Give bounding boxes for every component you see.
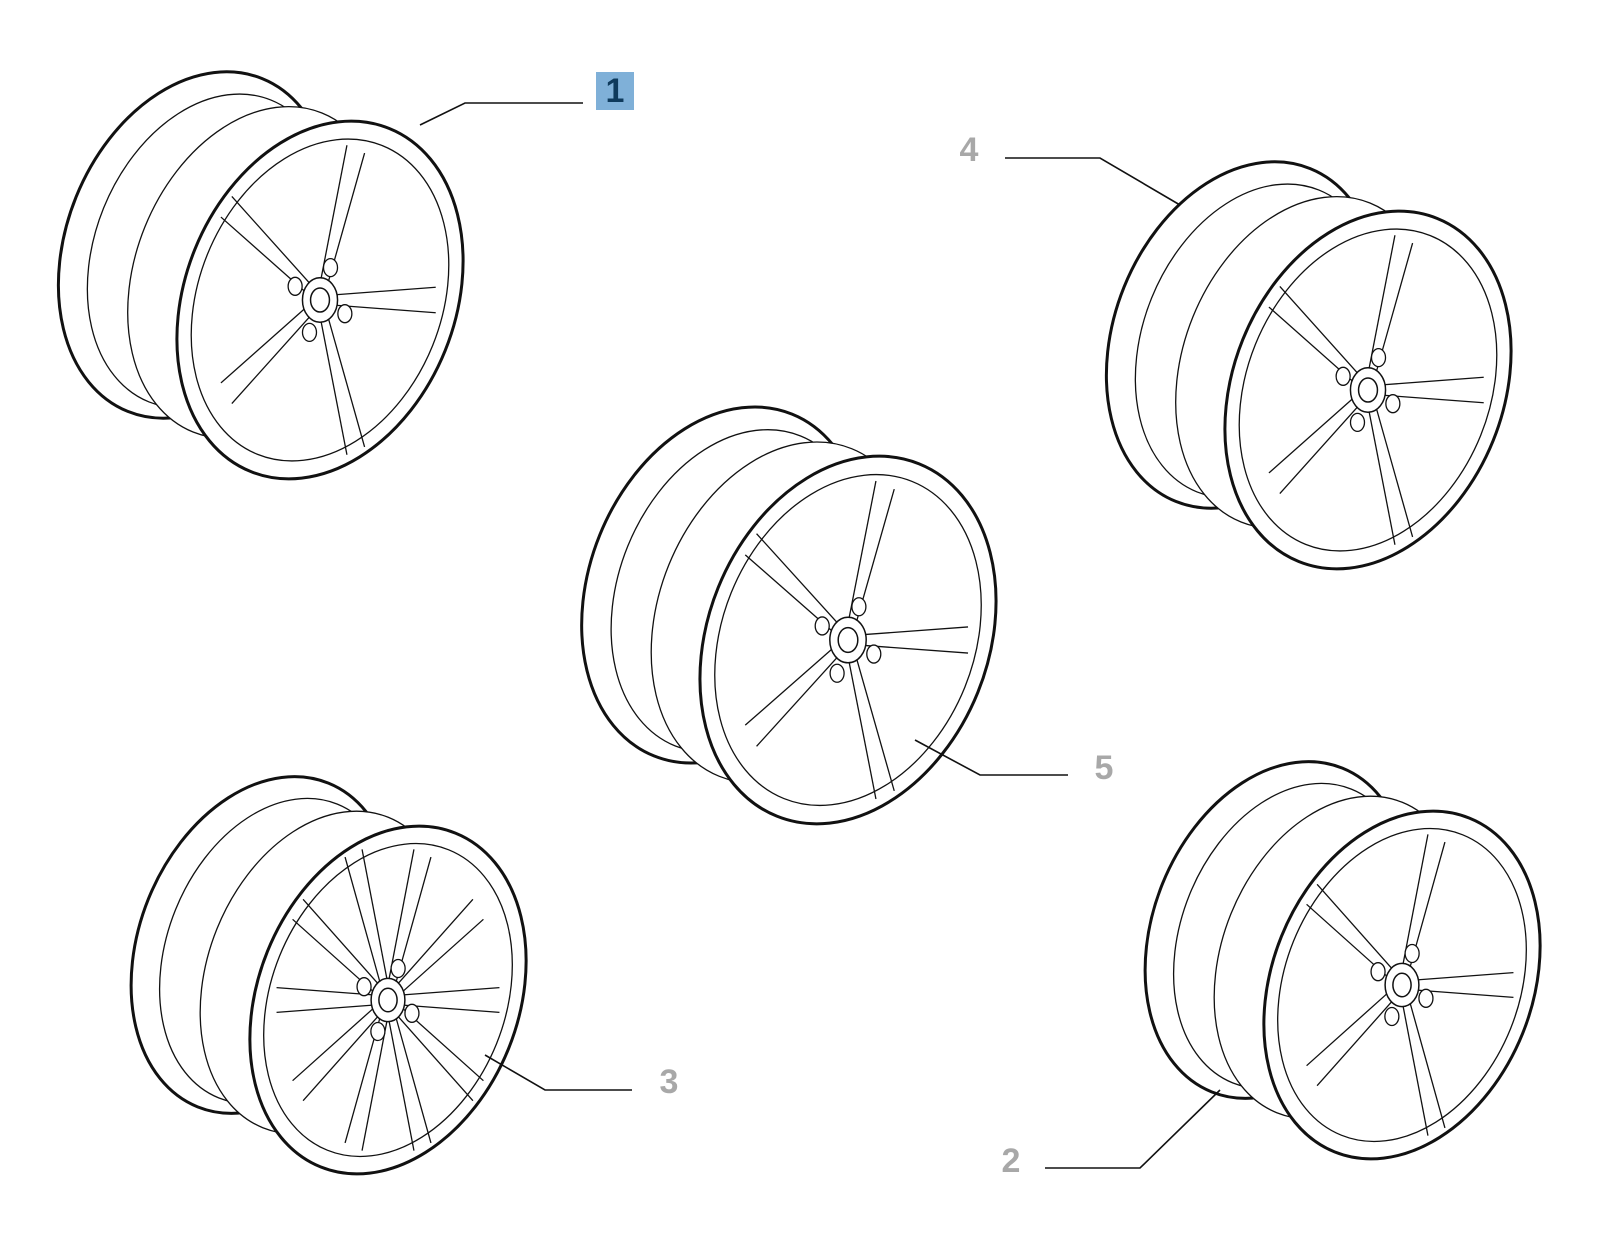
spoke-edge [1279,286,1359,374]
bolt-hole [390,958,406,979]
spoke-edge [1409,1003,1446,1129]
spoke-edge [276,1004,373,1014]
wheel-4 [1104,160,1513,571]
spoke-edge [1402,834,1429,964]
wheel-2 [1143,760,1542,1161]
center-bore [1392,972,1412,998]
bolt-hole [301,322,318,343]
leader-line-1 [419,102,583,126]
spoke-edge [848,662,877,800]
wheel-3 [129,775,528,1176]
bolt-hole [1335,366,1351,386]
spoke-edge [864,626,969,636]
spoke-edge [1306,992,1388,1067]
callout-1[interactable]: 1 [596,72,634,110]
bolt-hole [1349,412,1366,433]
bolt-hole [866,644,882,664]
bolt-hole [356,977,372,997]
leader-line-4 [1005,157,1181,206]
center-bore [1357,377,1379,403]
bolt-hole [1385,394,1401,414]
leader-line-2 [1045,1089,1221,1169]
spoke-edge [1316,883,1393,969]
wheel-1 [56,70,465,481]
spoke-edge [1383,376,1484,386]
spoke-edge [1402,1006,1429,1136]
spoke-edge [361,849,388,979]
spoke-edge [327,318,366,448]
spoke-edge [1375,408,1414,538]
spoke-edge [231,316,311,404]
bolt-hole [1370,347,1387,368]
center-bore [378,987,398,1013]
spoke-edge [361,1021,388,1151]
leader-line-5 [914,739,1068,776]
spoke-edge [395,1018,432,1144]
spoke-edge [302,1016,379,1102]
bolt-hole [1404,943,1420,964]
spoke-edge [1417,989,1514,999]
center-bore [837,626,859,654]
spoke-edge [1268,397,1354,474]
spoke-edge [1368,235,1396,368]
spoke-edge [276,986,373,996]
bolt-hole [851,597,867,617]
spoke-edge [756,656,838,747]
spoke-edge [744,648,833,726]
spoke-edge [388,849,415,979]
center-bore [309,287,331,313]
spoke-edge [231,196,311,284]
spoke-edge [335,304,436,314]
spoke-edge [292,1007,374,1082]
spoke-edge [397,1016,474,1102]
spoke-edge [388,1021,415,1151]
callout-3[interactable]: 3 [659,1063,679,1101]
bolt-hole [1384,1006,1400,1027]
bolt-hole [322,257,339,278]
spoke-edge [403,986,500,996]
rim-lip [263,842,513,1158]
spoke-edge [402,918,484,993]
callout-2[interactable]: 2 [1001,1142,1021,1180]
spoke-edge [403,1004,500,1014]
bolt-hole [1418,988,1434,1008]
bolt-hole [814,616,830,636]
spoke-edge [344,856,381,982]
spoke-edge [1368,412,1396,545]
spoke-edge [856,659,895,792]
spoke-edge [335,286,436,296]
callout-5[interactable]: 5 [1094,749,1114,787]
spoke-edge [220,307,306,384]
spoke-edge [848,480,877,618]
bolt-hole [404,1003,420,1023]
bolt-hole [370,1021,386,1042]
leader-line-3 [484,1054,632,1091]
bolt-hole [287,276,303,296]
rim-lip [1277,827,1527,1143]
spoke-edge [864,644,969,654]
spoke-edge [1279,406,1359,494]
bolt-hole [1370,962,1386,982]
wheel-5 [580,405,998,826]
spoke-edge [1383,394,1484,404]
callout-4[interactable]: 4 [959,131,979,169]
bolt-hole [829,663,845,683]
spoke-edge [1417,971,1514,981]
spoke-edge [1316,1001,1393,1087]
rim-lip [190,138,450,462]
spoke-edge [302,898,379,984]
spoke-edge [397,898,474,984]
spoke-edge [320,145,348,278]
rim-lip [1238,228,1498,552]
rim-lip [714,473,982,807]
bolt-hole [337,304,353,324]
spoke-edge [320,322,348,455]
spoke-edge [756,533,838,624]
